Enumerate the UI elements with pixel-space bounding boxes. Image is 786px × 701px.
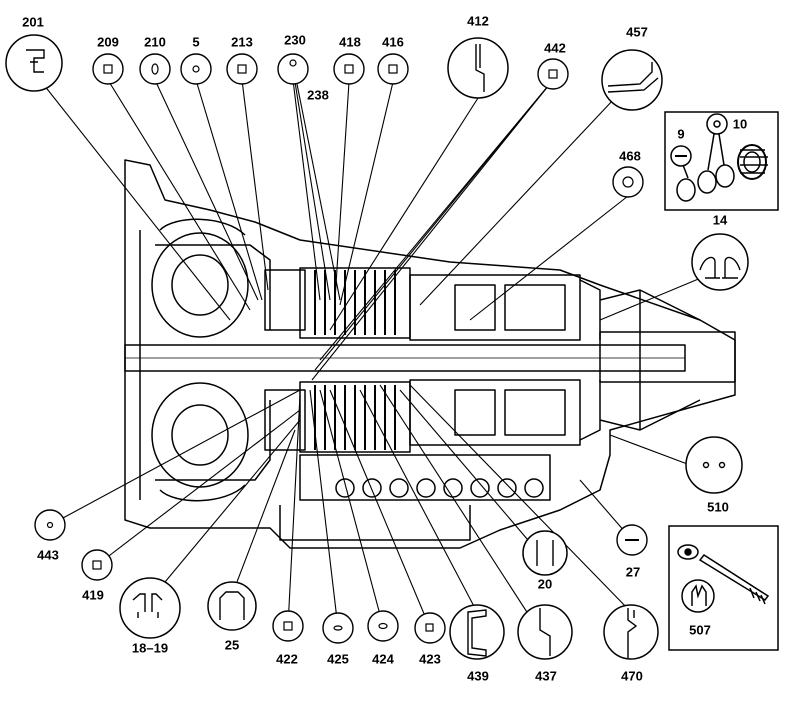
- large-callout-circles: [5, 34, 749, 660]
- callout-443: 443: [37, 547, 59, 563]
- callout-201: 201: [22, 14, 44, 30]
- callout-18-19: 18–19: [131, 640, 169, 656]
- planetary-lower: [409, 379, 581, 446]
- pump-housing: [264, 269, 306, 331]
- inset-seal-detail: [664, 111, 779, 211]
- callout-416: 416: [382, 34, 404, 50]
- torque-converter-lower: [151, 382, 249, 488]
- bellhousing-inner: [139, 230, 271, 500]
- callout-210: 210: [144, 34, 166, 50]
- planetary-upper: [409, 274, 581, 341]
- callout-510: 510: [707, 499, 729, 515]
- callout-422: 422: [276, 651, 298, 667]
- torque-converter-upper: [151, 232, 249, 338]
- callout-9: 9: [677, 126, 685, 142]
- inset-507-detail: [668, 525, 779, 651]
- callout-230: 230: [284, 32, 306, 48]
- output-shaft: [599, 331, 736, 383]
- callout-14: 14: [712, 212, 728, 228]
- callout-437: 437: [535, 668, 557, 684]
- callout-10: 10: [732, 116, 748, 132]
- callout-423: 423: [419, 651, 441, 667]
- callout-470: 470: [621, 668, 643, 684]
- callout-468: 468: [619, 148, 641, 164]
- callout-20: 20: [537, 576, 553, 592]
- callout-25: 25: [224, 637, 240, 653]
- callout-5: 5: [192, 34, 200, 50]
- case-outline: [124, 159, 736, 549]
- oil-pan: [279, 505, 471, 541]
- callout-213: 213: [231, 34, 253, 50]
- callout-442: 442: [544, 40, 566, 56]
- small-callout-circles: [34, 53, 648, 644]
- callout-238: 238: [307, 87, 329, 103]
- valve-bores: [335, 478, 544, 498]
- callout-507: 507: [689, 622, 711, 638]
- callout-457: 457: [626, 24, 648, 40]
- callout-419: 419: [82, 587, 104, 603]
- callout-425: 425: [327, 651, 349, 667]
- callout-412: 412: [467, 13, 489, 29]
- callout-439: 439: [467, 668, 489, 684]
- callout-418: 418: [339, 34, 361, 50]
- callout-27: 27: [625, 564, 641, 580]
- callout-209: 209: [97, 34, 119, 50]
- callout-424: 424: [372, 651, 394, 667]
